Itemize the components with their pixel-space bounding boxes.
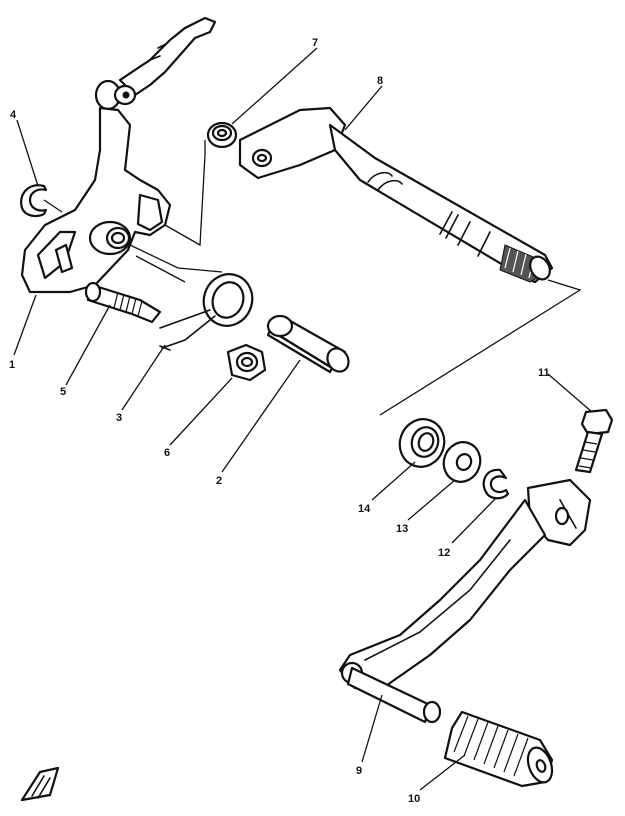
callout-1: 1	[9, 359, 15, 371]
part-6-nut	[226, 343, 267, 382]
part-9-change-pedal	[338, 478, 592, 724]
callout-5: 5	[60, 386, 66, 398]
part-8-shift-shaft	[238, 106, 554, 284]
part-10-footpeg-rubber	[443, 710, 554, 788]
part-7-small-collar	[206, 121, 238, 149]
part-4-circlip	[20, 184, 63, 218]
front-arrow-icon	[20, 766, 60, 802]
part-3-torsion-spring	[159, 273, 254, 351]
callout-7: 7	[312, 37, 318, 49]
callout-6: 6	[164, 447, 170, 459]
part-13-washer	[442, 441, 482, 483]
callout-11: 11	[538, 367, 550, 379]
part-5-roller-pin	[84, 281, 162, 324]
part-2-collar	[266, 314, 350, 374]
part-14-oil-seal	[398, 418, 446, 468]
callout-leaders	[13, 47, 593, 791]
callout-10: 10	[408, 793, 420, 805]
part-11-bolt	[574, 408, 614, 474]
callout-9: 9	[356, 765, 362, 777]
callout-12: 12	[438, 547, 450, 559]
callout-14: 14	[358, 503, 371, 515]
callout-8: 8	[377, 75, 383, 87]
callout-2: 2	[216, 475, 222, 487]
callout-13: 13	[396, 523, 408, 535]
part-1-shift-arm	[20, 16, 217, 294]
part-12-circlip	[482, 468, 510, 500]
callout-4: 4	[10, 109, 17, 121]
callout-3: 3	[116, 412, 122, 424]
